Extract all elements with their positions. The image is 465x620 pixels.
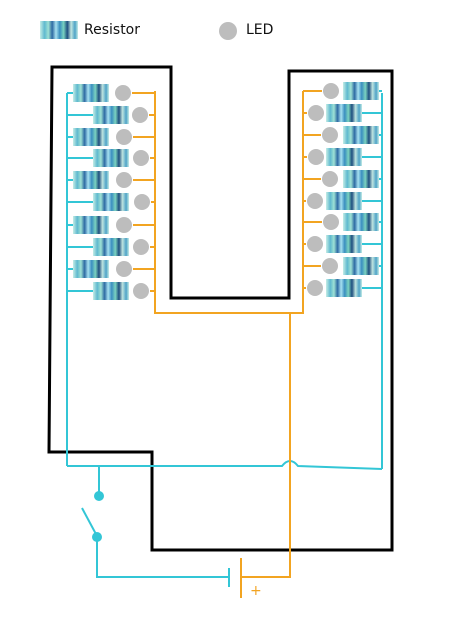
left-led [115, 85, 131, 101]
right-resistor [343, 213, 379, 231]
left-led [132, 107, 148, 123]
frame-outline [47, 65, 394, 552]
legend-resistor-icon [40, 21, 78, 39]
bottom-cyan-wire [67, 460, 383, 470]
left-resistor [73, 216, 109, 234]
right-led [323, 83, 339, 99]
right-resistor [326, 235, 362, 253]
left-led [133, 239, 149, 255]
right-resistor [326, 279, 362, 297]
right-resistor [343, 82, 379, 100]
left-led [116, 261, 132, 277]
right-led [308, 149, 324, 165]
right-led [322, 127, 338, 143]
right-resistor [326, 192, 362, 210]
orange-battery-feed [241, 313, 291, 578]
left-resistor [73, 84, 109, 102]
left-led [134, 194, 150, 210]
left-led [116, 129, 132, 145]
left-resistor [93, 282, 129, 300]
right-resistor [343, 170, 379, 188]
switch-top-terminal [94, 491, 104, 501]
switch-wire-bottom [96, 537, 228, 578]
left-orange-bus [154, 91, 304, 314]
left-resistor [93, 149, 129, 167]
left-led [116, 217, 132, 233]
left-led [133, 150, 149, 166]
right-resistor [343, 126, 379, 144]
legend-led-label: LED [246, 22, 274, 38]
switch-lever [81, 507, 98, 537]
left-resistor [73, 260, 109, 278]
right-resistor [326, 148, 362, 166]
left-resistor [73, 128, 109, 146]
right-led [308, 105, 324, 121]
right-component-bank [303, 82, 382, 297]
left-resistor [93, 238, 129, 256]
right-led [307, 236, 323, 252]
battery-polarity-label: + [250, 583, 262, 599]
left-led [116, 172, 132, 188]
left-resistor [73, 171, 109, 189]
right-led [322, 258, 338, 274]
right-resistor [326, 104, 362, 122]
left-resistor [93, 193, 129, 211]
right-led [322, 171, 338, 187]
right-led [323, 214, 339, 230]
right-led [307, 193, 323, 209]
right-led [307, 280, 323, 296]
right-resistor [343, 257, 379, 275]
left-resistor [93, 106, 129, 124]
left-component-bank [67, 84, 155, 300]
left-led [133, 283, 149, 299]
legend-led-icon [219, 22, 237, 40]
legend-resistor-label: Resistor [84, 22, 140, 38]
